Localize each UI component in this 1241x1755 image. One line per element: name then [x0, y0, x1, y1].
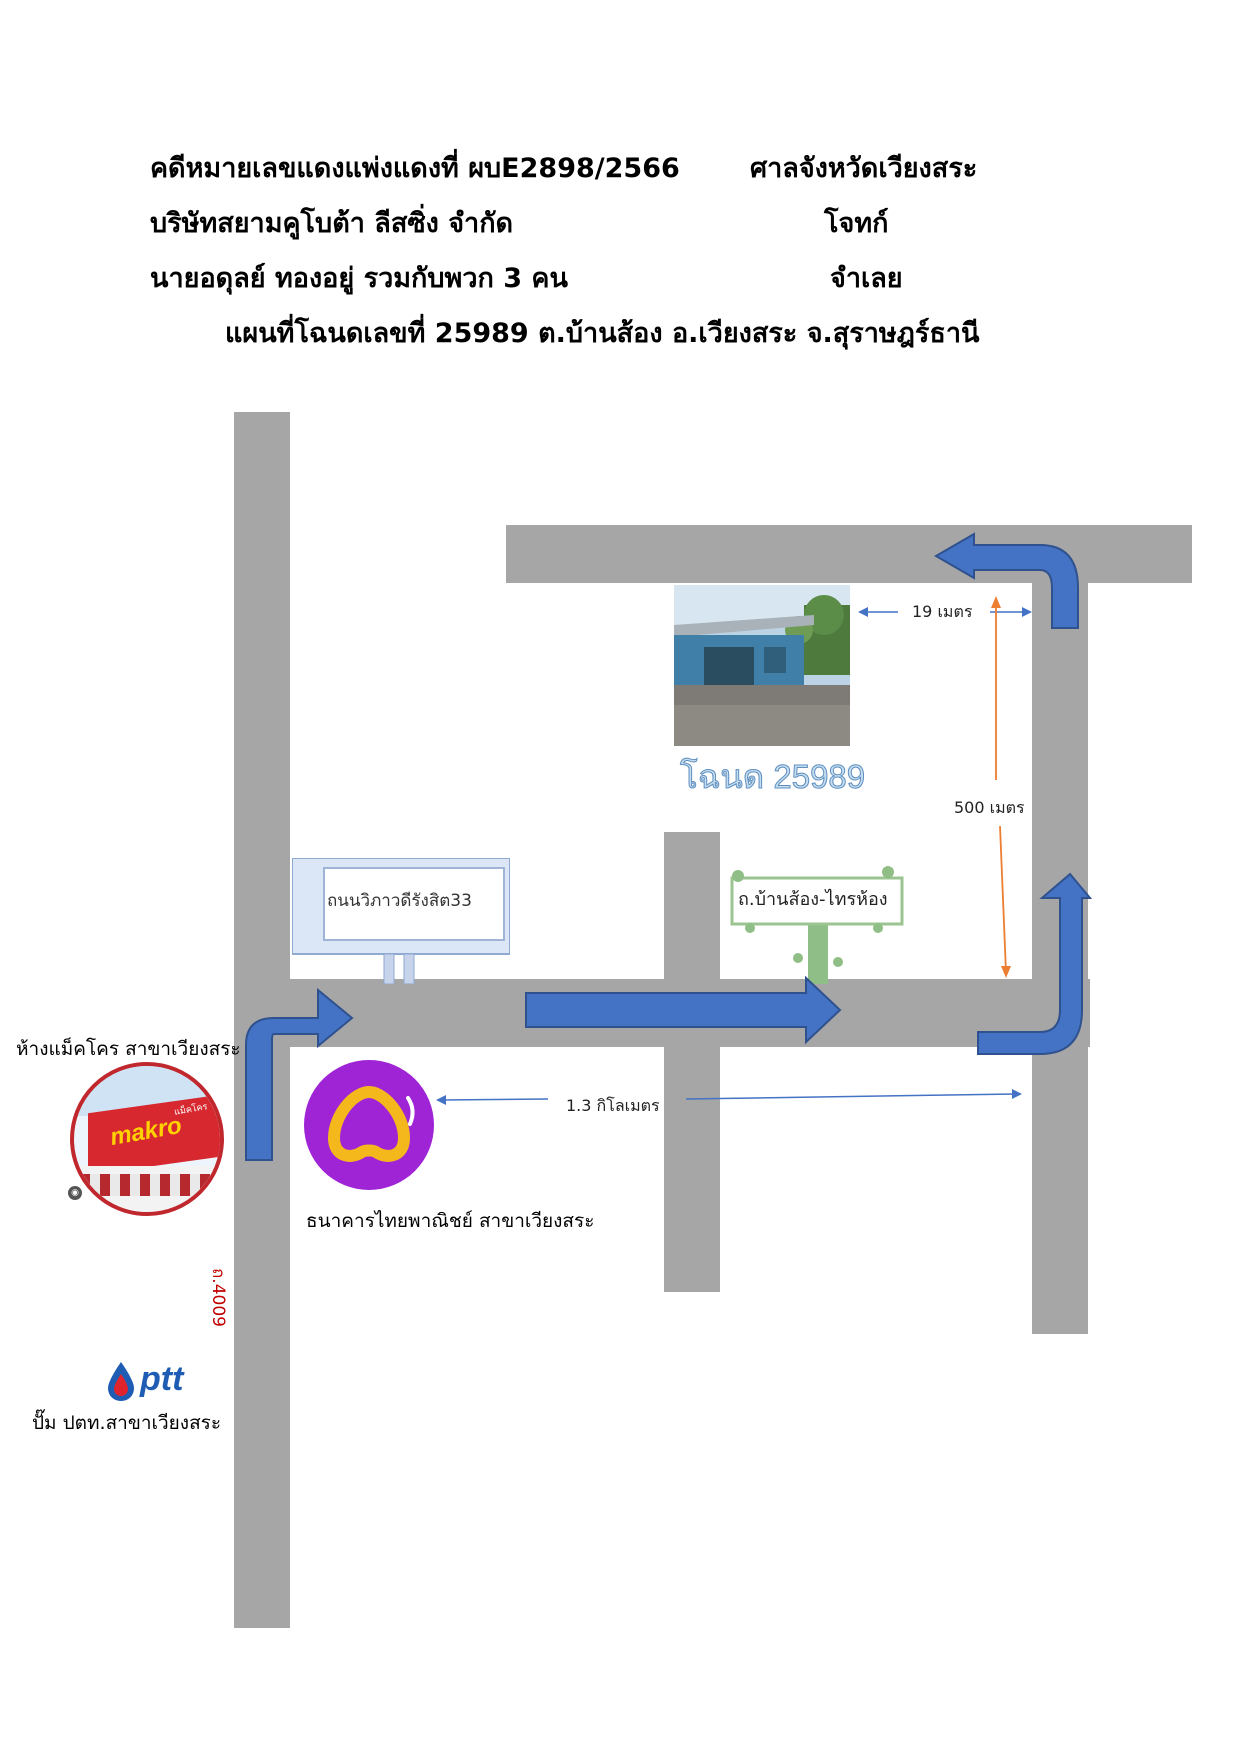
middle-side-road [664, 832, 720, 1292]
defendant-name: นายอดุลย์ ทองอยู่ รวมกับพวก 3 คน [150, 263, 568, 294]
signboard-icon [291, 857, 511, 985]
direction-arrows [245, 532, 1093, 1161]
plaintiff-name: บริษัทสยามคูโบต้า ลีสซิ่ง จำกัด [150, 208, 514, 239]
arrow-up-then-left [934, 532, 1079, 629]
ptt-label: ปั๊ม ปตท.สาขาเวียงสระ [32, 1412, 222, 1434]
distance-bottom-label: 1.3 กิโลเมตร [566, 1096, 660, 1115]
house-photo [674, 585, 850, 746]
arrow-right-then-up [977, 872, 1093, 1055]
makro-logo-icon: makro แม็คโคร [70, 1062, 224, 1216]
arrow-up-then-right [245, 987, 354, 1161]
map-title: แผนที่โฉนดเลขที่ 25989 ต.บ้านส้อง อ.เวีย… [225, 318, 980, 349]
plaintiff-role: โจทก์ [824, 208, 889, 239]
distance-side-label: 500 เมตร [954, 798, 1025, 817]
local-road-sign-label: ถ.บ้านส้อง-ไทรห้อง [738, 889, 888, 910]
camera-icon: ◉ [68, 1186, 82, 1200]
ptt-logo-text: ptt [140, 1360, 184, 1398]
ptt-logo-icon: ptt [106, 1360, 216, 1404]
bank-label: ธนาคารไทยพาณิชย์ สาขาเวียงสระ [306, 1210, 595, 1232]
makro-label: ห้างแม็คโคร สาขาเวียงสระ [16, 1038, 241, 1060]
scb-logo-icon [304, 1060, 434, 1190]
court-name: ศาลจังหวัดเวียงสระ [750, 153, 978, 184]
deed-label: โฉนด 25989 [679, 758, 866, 796]
distance-top-label: 19 เมตร [912, 602, 973, 621]
vine-sign-icon [728, 858, 908, 984]
case-number: คดีหมายเลขแดงแพ่งแดงที่ ผบE2898/2566 [150, 153, 680, 184]
street-sign-label: ถนนวิภาวดีรังสิต33 [327, 891, 472, 911]
arrow-right-long [525, 975, 842, 1045]
distance-lines [436, 596, 1032, 1105]
defendant-role: จำเลย [830, 263, 903, 294]
